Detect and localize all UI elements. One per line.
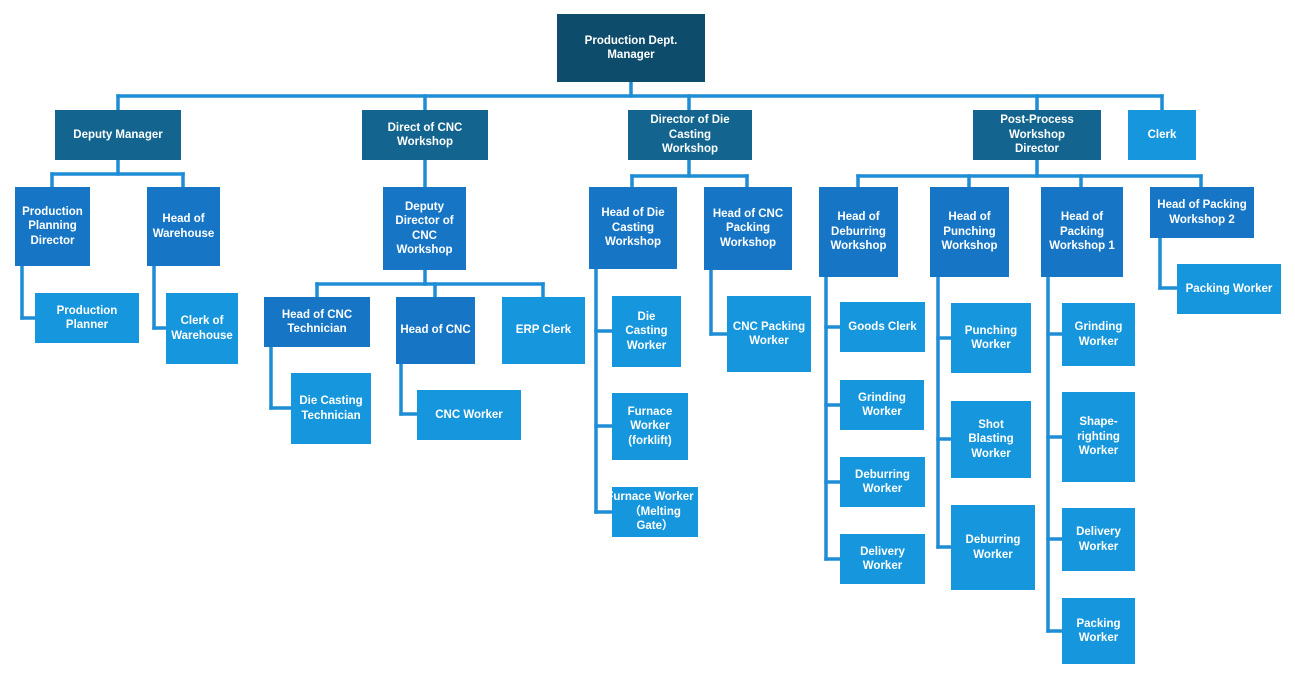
packing-worker-box: Packing Worker xyxy=(1177,264,1281,314)
clerk-box: Clerk xyxy=(1128,110,1196,160)
shape-righting-worker-box: Shape- righting Worker xyxy=(1062,392,1135,482)
clerk-of-warehouse-box: Clerk of Warehouse xyxy=(166,293,238,364)
die-casting-technician-box: Die Casting Technician xyxy=(291,373,371,444)
punching-worker-box: Punching Worker xyxy=(951,303,1031,373)
head-of-deburring-box: Head of Deburring Workshop xyxy=(819,187,898,277)
furnace-worker-forklift-box: Furnace Worker (forklift) xyxy=(612,393,688,460)
deputy-director-cnc-box: Deputy Director of CNC Workshop xyxy=(383,187,466,270)
manager-box: Production Dept. Manager xyxy=(557,14,705,82)
deburring-worker-box: Deburring Worker xyxy=(840,457,925,507)
head-of-warehouse-box: Head of Warehouse xyxy=(147,187,220,266)
delivery-worker-box: Delivery Worker xyxy=(840,534,925,584)
furnace-worker-melting-box: Furnace Worker （Melting Gate） xyxy=(612,487,698,537)
head-of-packing-1-box: Head of Packing Workshop 1 xyxy=(1041,187,1123,277)
shot-blasting-worker-box: Shot Blasting Worker xyxy=(951,401,1031,478)
head-of-cnc-technician-box: Head of CNC Technician xyxy=(264,297,370,347)
cnc-director-box: Direct of CNC Workshop xyxy=(362,110,488,160)
die-casting-director-box: Director of Die Casting Workshop xyxy=(628,110,752,160)
head-of-punching-box: Head of Punching Workshop xyxy=(930,187,1009,277)
grinding-worker-box: Grinding Worker xyxy=(840,380,924,430)
deburring-worker-box: Deburring Worker xyxy=(951,505,1035,590)
grinding-worker-box: Grinding Worker xyxy=(1062,303,1135,366)
packing-worker-box: Packing Worker xyxy=(1062,598,1135,664)
head-of-die-casting-box: Head of Die Casting Workshop xyxy=(589,187,677,269)
post-process-director-box: Post-Process Workshop Director xyxy=(973,110,1101,160)
production-planner-box: Production Planner xyxy=(35,293,139,343)
delivery-worker-box: Delivery Worker xyxy=(1062,508,1135,571)
die-casting-worker-box: Die Casting Worker xyxy=(612,296,681,367)
head-of-packing-2-box: Head of Packing Workshop 2 xyxy=(1150,187,1254,238)
head-of-cnc-packing-box: Head of CNC Packing Workshop xyxy=(704,187,792,270)
head-of-cnc-box: Head of CNC xyxy=(396,297,475,364)
goods-clerk-box: Goods Clerk xyxy=(840,302,925,352)
cnc-packing-worker-box: CNC Packing Worker xyxy=(727,296,811,372)
production-planning-director-box: Production Planning Director xyxy=(15,187,90,266)
cnc-worker-box: CNC Worker xyxy=(417,390,521,440)
deputy-manager-box: Deputy Manager xyxy=(55,110,181,160)
erp-clerk-box: ERP Clerk xyxy=(502,297,585,364)
